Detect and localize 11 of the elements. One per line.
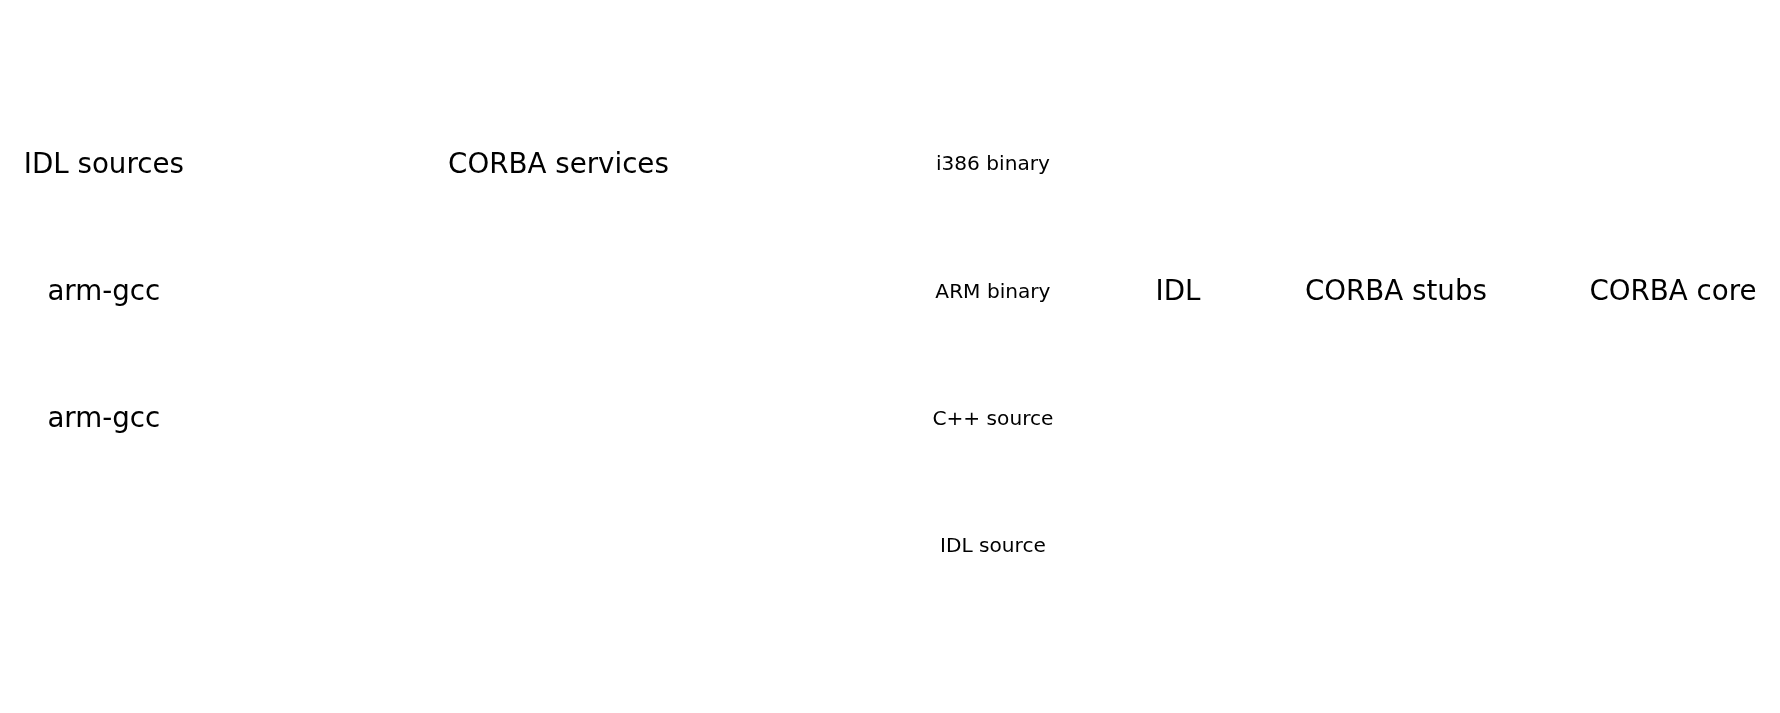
label: arm-gcc <box>47 273 161 307</box>
label: IDL <box>1155 273 1201 307</box>
label: CORBA services <box>448 146 669 180</box>
label: IDL sources <box>23 146 184 180</box>
legend-label: C++ source <box>932 405 1054 430</box>
label: CORBA stubs <box>1304 273 1487 307</box>
legend-label: ARM binary <box>935 278 1051 303</box>
legend-label: i386 binary <box>935 151 1050 176</box>
label: CORBA core <box>1589 273 1757 307</box>
legend-label: IDL source <box>940 533 1046 558</box>
label: arm-gcc <box>47 401 161 435</box>
